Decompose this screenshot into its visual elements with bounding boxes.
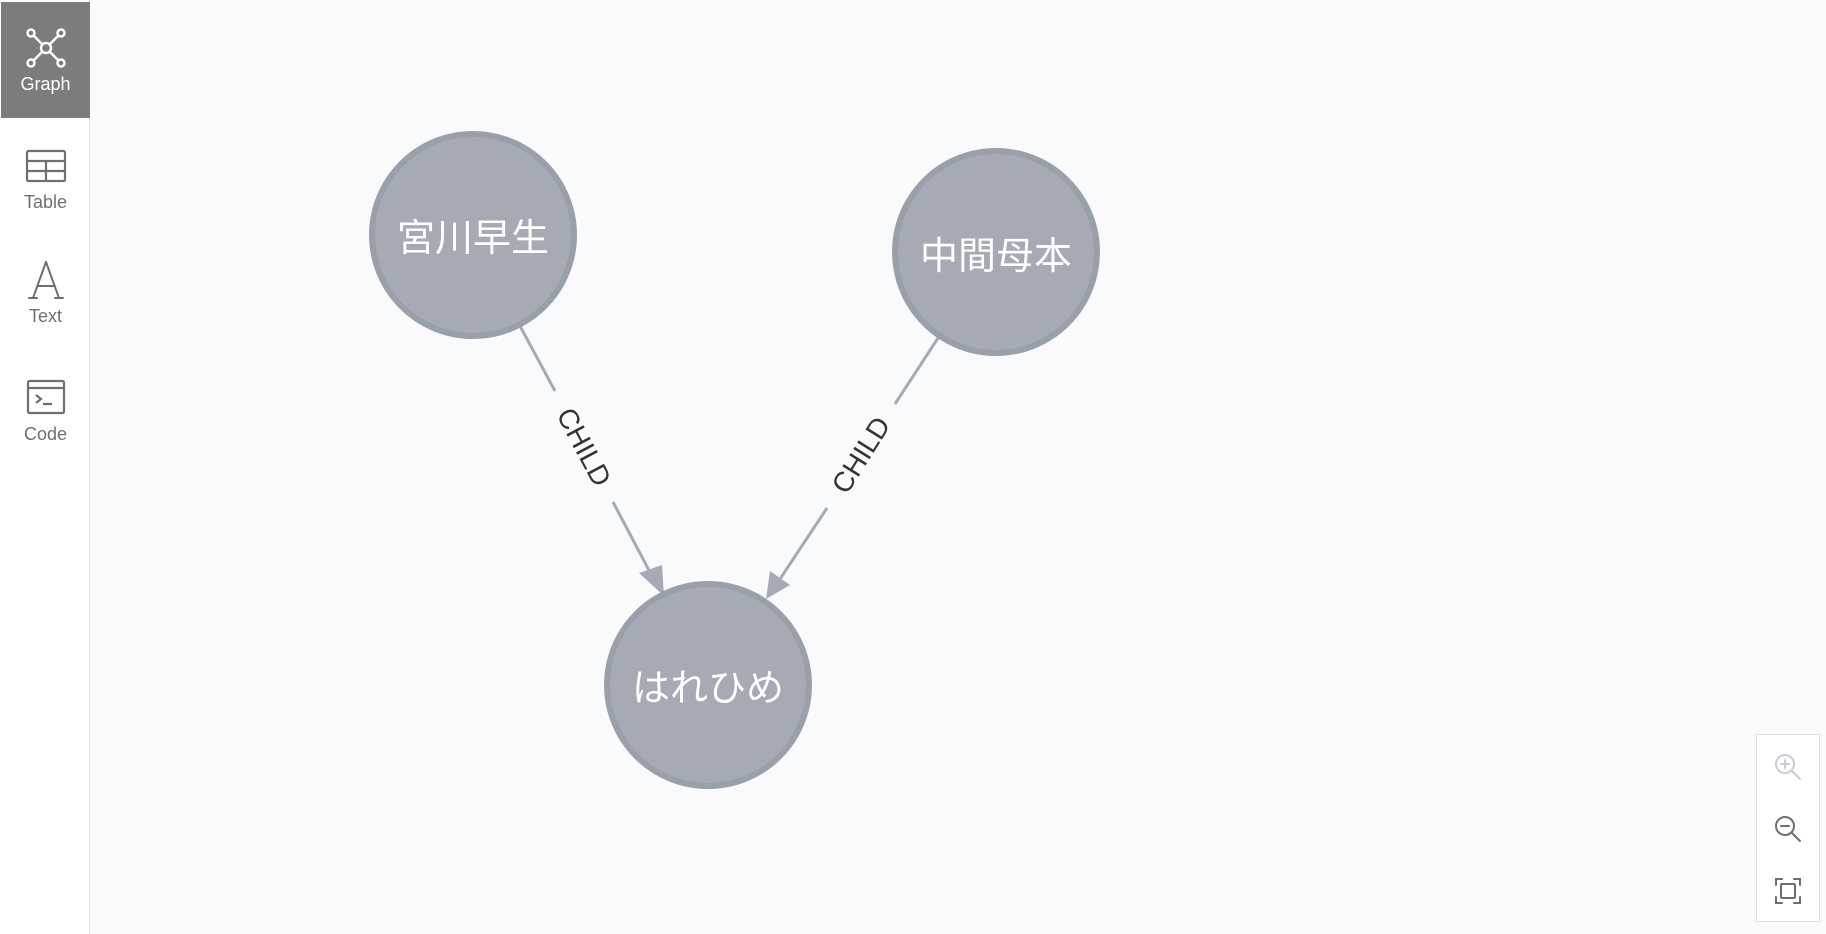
graph-node[interactable]: はれひめ xyxy=(604,581,812,789)
zoom-controls xyxy=(1756,734,1820,922)
sidebar-item-text[interactable]: Text xyxy=(1,234,90,350)
fit-to-screen-button[interactable] xyxy=(1757,861,1819,921)
zoom-in-icon xyxy=(1775,754,1801,780)
relationship-line[interactable] xyxy=(611,501,654,577)
sidebar-item-code[interactable]: Code xyxy=(1,352,90,468)
relationship-label: CHILD xyxy=(551,403,618,492)
zoom-in-button[interactable] xyxy=(1757,737,1819,797)
relationship-child-1[interactable]: CHILD xyxy=(518,325,664,596)
arrowhead-icon xyxy=(639,565,664,596)
arrowhead-icon xyxy=(766,571,790,599)
sidebar-item-label: Text xyxy=(28,306,62,326)
zoom-out-icon xyxy=(1775,816,1801,842)
zoom-out-button[interactable] xyxy=(1757,799,1819,859)
sidebar-item-label: Table xyxy=(23,192,68,212)
graph-svg[interactable]: CHILD CHILD 宮川早生 中間母本 はれひめ xyxy=(90,0,1826,934)
graph-canvas[interactable]: CHILD CHILD 宮川早生 中間母本 はれひめ xyxy=(90,0,1826,934)
relationship-label: CHILD xyxy=(826,411,897,499)
relationship-line[interactable] xyxy=(518,325,557,392)
sidebar-item-table[interactable]: Table xyxy=(1,120,90,236)
sidebar-item-graph[interactable]: Graph xyxy=(1,2,90,118)
sidebar-item-label: Graph xyxy=(20,74,71,94)
relationship-child-2[interactable]: CHILD xyxy=(766,337,940,599)
view-sidebar: Graph Table xyxy=(0,0,90,934)
table-icon xyxy=(25,149,66,183)
text-icon xyxy=(27,261,64,299)
fit-to-screen-icon xyxy=(1775,878,1801,904)
relationship-line[interactable] xyxy=(893,337,940,405)
graph-node[interactable]: 宮川早生 xyxy=(369,131,577,339)
graph-icon xyxy=(25,28,66,68)
relationship-line[interactable] xyxy=(776,507,829,583)
sidebar-item-label: Code xyxy=(23,424,68,444)
code-icon xyxy=(26,379,65,415)
graph-node[interactable]: 中間母本 xyxy=(892,148,1100,356)
